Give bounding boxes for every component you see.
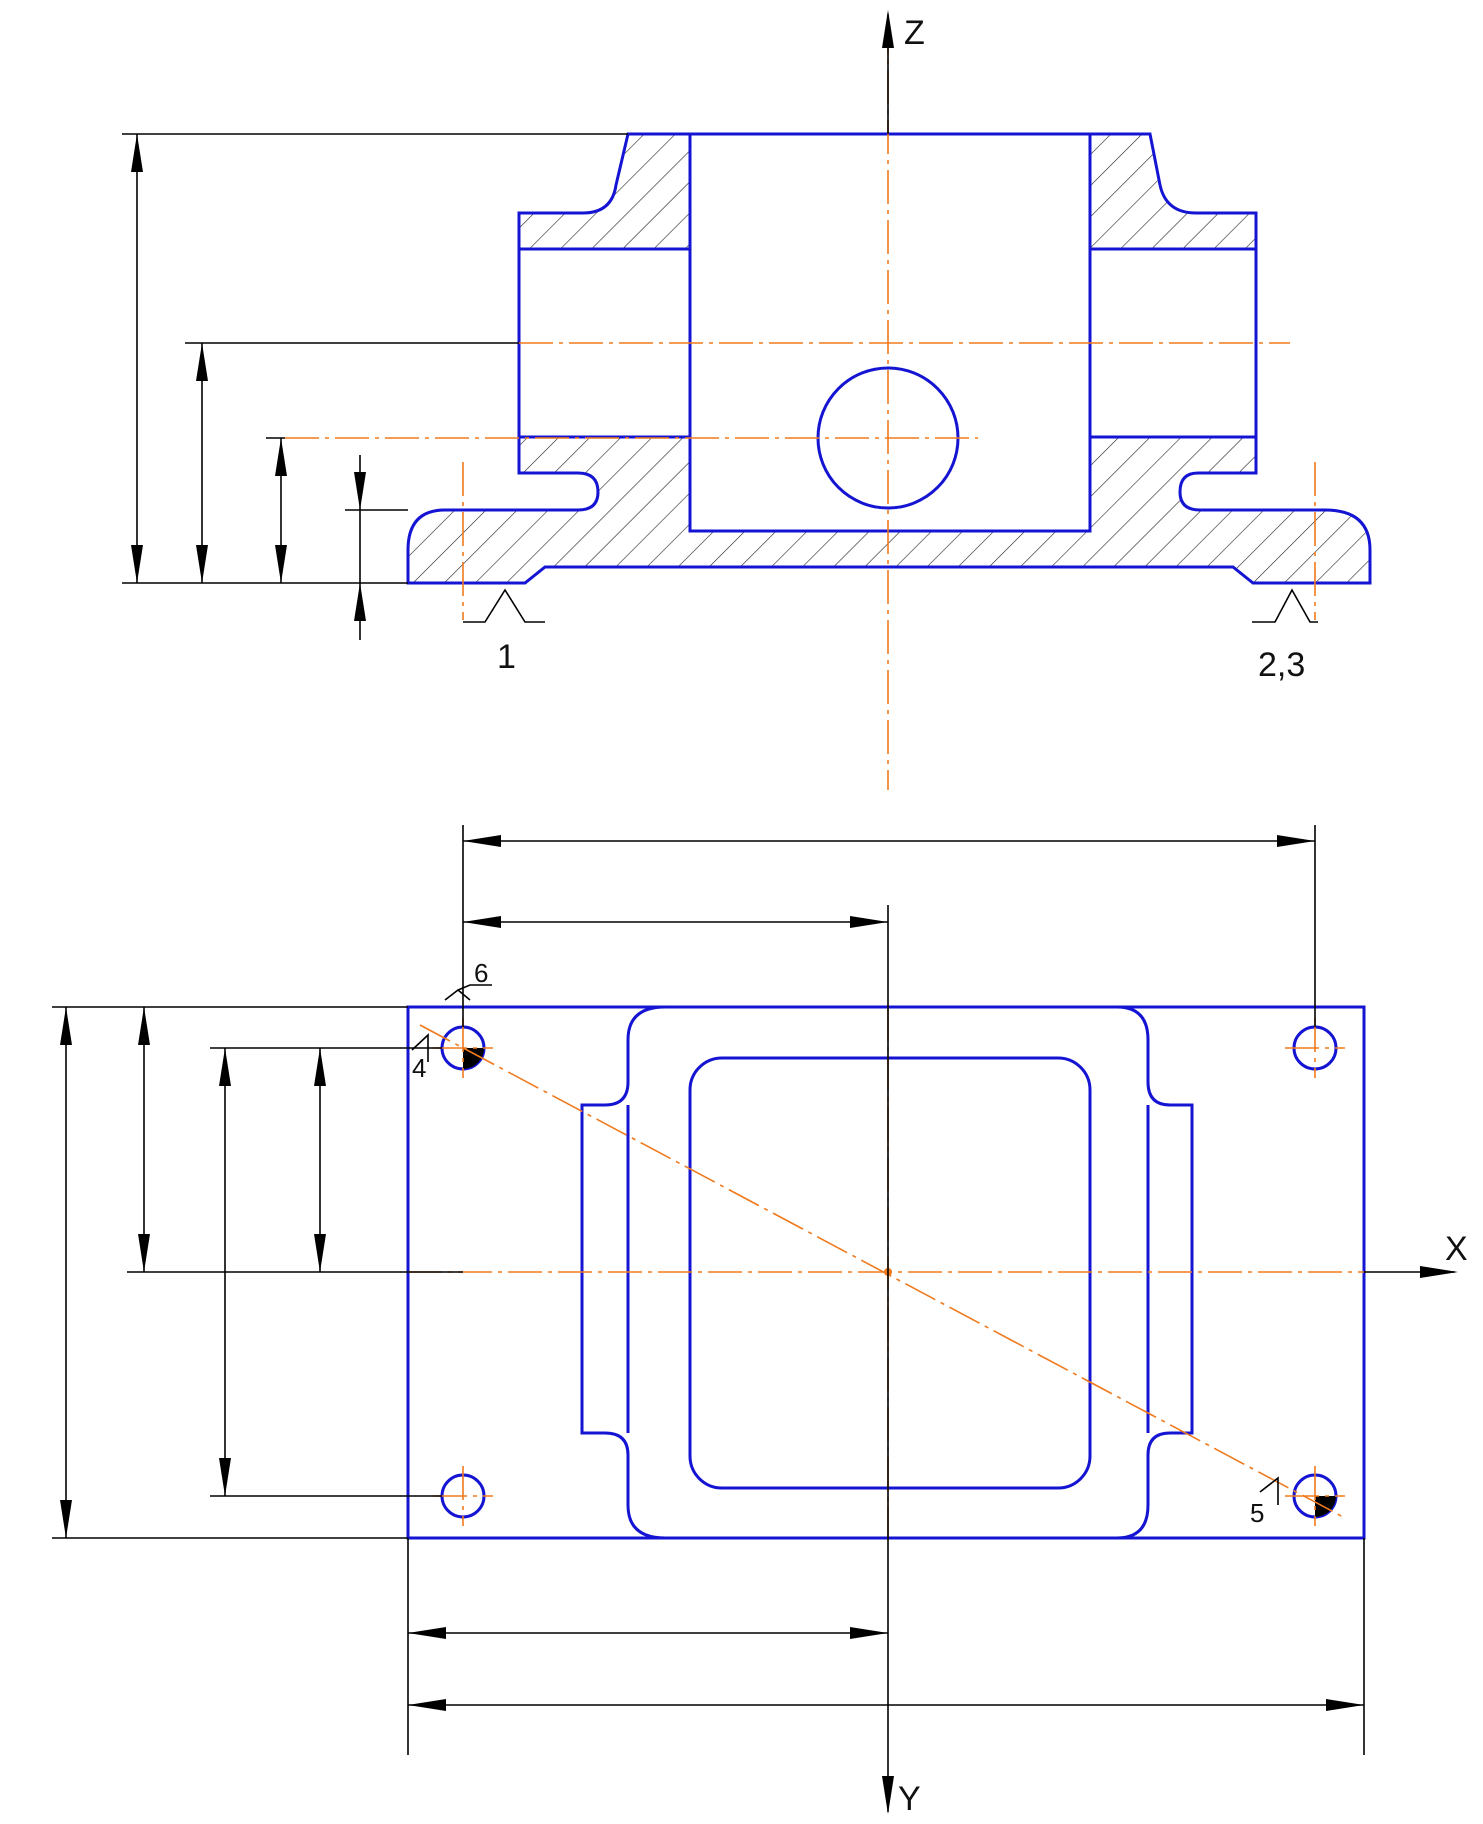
y-axis-arrow bbox=[882, 1776, 894, 1814]
hatch-left-upper bbox=[519, 134, 690, 249]
hatch-base bbox=[408, 437, 1370, 583]
hatch-right-upper bbox=[1090, 134, 1256, 249]
z-axis-arrow bbox=[882, 10, 894, 48]
hole-callout-5: 5 bbox=[1250, 1476, 1279, 1528]
x-axis: X bbox=[1364, 1230, 1468, 1278]
front-dimensions bbox=[122, 133, 628, 640]
top-vertical-dimensions bbox=[52, 1006, 463, 1539]
front-section-view bbox=[285, 20, 1372, 790]
hole-callout-4: 4 bbox=[411, 1033, 429, 1083]
callout-label-2-3: 2,3 bbox=[1258, 646, 1305, 684]
diagonal-centerline bbox=[419, 1024, 1346, 1519]
hole-marker-top-left bbox=[463, 1048, 484, 1069]
front-outline bbox=[406, 132, 1372, 585]
callout-label-1: 1 bbox=[497, 638, 516, 676]
inner-bore-top bbox=[688, 1056, 1092, 1490]
outer-housing bbox=[580, 1005, 1194, 1540]
callout-label-5: 5 bbox=[1250, 1498, 1264, 1528]
callout-label-6: 6 bbox=[474, 958, 488, 988]
z-axis-label: Z bbox=[904, 14, 925, 52]
y-axis-label: Y bbox=[898, 1780, 921, 1818]
z-axis: Z bbox=[882, 10, 925, 134]
y-axis: Y bbox=[882, 905, 921, 1818]
x-axis-label: X bbox=[1445, 1230, 1468, 1268]
callout-label-4: 4 bbox=[412, 1053, 426, 1083]
datum-callout-1: 1 bbox=[463, 588, 545, 676]
hole-callout-6: 6 bbox=[444, 958, 492, 1001]
datum-callout-2-3: 2,3 bbox=[1252, 588, 1318, 684]
x-axis-arrow bbox=[1420, 1266, 1458, 1278]
top-horizontal-dimensions bbox=[407, 825, 1365, 1755]
hole-marker-bottom-right bbox=[1315, 1496, 1336, 1517]
inner-bore bbox=[688, 134, 1092, 533]
top-view bbox=[406, 1005, 1366, 1540]
